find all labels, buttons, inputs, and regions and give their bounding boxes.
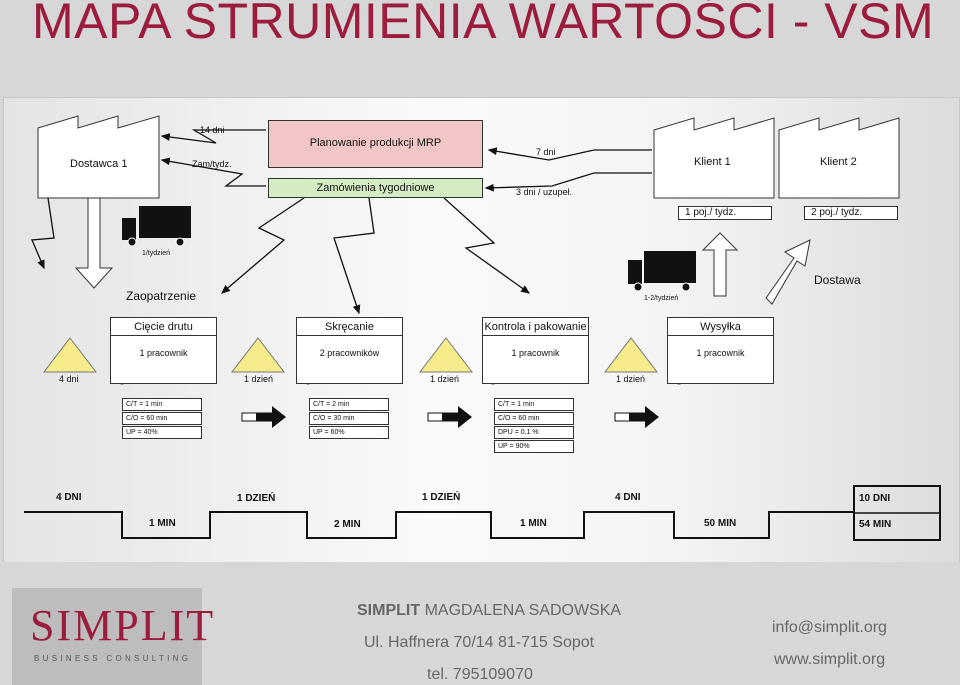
web-link[interactable]: www.simplit.org xyxy=(774,651,886,668)
orders-label: Zamówienia tygodniowe xyxy=(316,182,435,194)
supplier-delivery-freq: 1/tydzień xyxy=(142,250,171,257)
process-name: Skręcanie xyxy=(297,321,402,336)
mrp-label: Planowanie produkcji MRP xyxy=(309,137,442,149)
supplier-truck-icon xyxy=(122,206,191,247)
supplier-factory-icon xyxy=(37,115,160,199)
push-arrow-icon xyxy=(241,406,286,428)
company-line: SIMPLIT MAGDALENA SADOWSKA xyxy=(357,602,621,620)
timeline-days: 4 DNI xyxy=(615,492,641,503)
process-box-shipping: Wysyłka 1 pracownik xyxy=(667,317,774,384)
push-arrow-icon xyxy=(427,406,472,428)
process-name: Cięcie drutu xyxy=(111,321,216,336)
process-box-twisting: Skręcanie 2 pracowników xyxy=(296,317,403,384)
client1-qty: 1 poj./ tydz. xyxy=(678,206,772,220)
data-box-cutting: C/T = 1 min C/O = 60 min UP = 40% xyxy=(122,398,202,439)
company-bold: SIMPLIT xyxy=(357,602,421,619)
client-lead-time: 7 dni xyxy=(536,147,556,157)
process-name: Wysyłka xyxy=(668,321,773,336)
timeline-minutes: 2 MIN xyxy=(334,519,361,530)
process-workers: 1 pracownik xyxy=(511,348,560,358)
data-row: UP = 90% xyxy=(494,440,574,453)
simplit-logo: SIMPLIT BUSINESS CONSULTING xyxy=(12,588,213,685)
data-row: C/O = 30 min xyxy=(309,412,389,425)
vsm-connectors xyxy=(24,115,941,541)
data-row: DPU = 0.1 % xyxy=(494,426,574,439)
timeline-total-min: 54 MIN xyxy=(859,519,892,530)
process-workers: 1 pracownik xyxy=(696,348,745,358)
company-name: MAGDALENA SADOWSKA xyxy=(424,602,622,619)
timeline-minutes: 1 MIN xyxy=(149,518,176,529)
data-row: C/T = 1 min xyxy=(122,398,202,411)
timeline-days: 1 DZIEŃ xyxy=(422,492,461,503)
logo-subtitle: BUSINESS CONSULTING xyxy=(34,654,192,663)
data-row: UP = 60% xyxy=(309,426,389,439)
data-row: C/T = 1 min xyxy=(494,398,574,411)
data-row: UP = 40% xyxy=(122,426,202,439)
client2-qty: 2 poj./ tydz. xyxy=(804,206,898,220)
supplier-name: Dostawca 1 xyxy=(70,158,128,170)
mrp-box: Planowanie produkcji MRP xyxy=(268,120,483,168)
data-row: C/O = 60 min xyxy=(122,412,202,425)
orders-box: Zamówienia tygodniowe xyxy=(268,178,483,198)
delivery-label: Dostawa xyxy=(814,273,861,287)
supply-arrow-icon xyxy=(74,197,114,289)
inventory-triangle-icon xyxy=(230,337,286,373)
inventory-label: 1 dzień xyxy=(430,374,460,384)
client1-arrow-icon xyxy=(701,232,739,297)
supplier-order-freq: Zam/tydz. xyxy=(192,159,232,169)
process-name: Kontrola i pakowanie xyxy=(483,321,588,336)
address: Ul. Haffnera 70/14 81-715 Sopot xyxy=(364,634,595,651)
client2-arrow-icon xyxy=(765,239,811,305)
replenishment-label: 3 dni / uzupeł. xyxy=(516,187,573,197)
delivery-truck-icon xyxy=(628,251,696,292)
inventory-triangle-icon xyxy=(603,337,659,373)
timeline-total-days: 10 DNI xyxy=(859,493,891,504)
data-box-twisting: C/T = 2 min C/O = 30 min UP = 60% xyxy=(309,398,389,439)
data-row: C/O = 60 min xyxy=(494,412,574,425)
process-box-inspection: Kontrola i pakowanie 1 pracownik xyxy=(482,317,589,384)
email-link[interactable]: info@simplit.org xyxy=(772,619,887,636)
process-workers: 2 pracowników xyxy=(319,348,380,358)
logo-word: SIMPLIT xyxy=(30,601,216,650)
inventory-triangle-icon xyxy=(418,337,474,373)
data-box-inspection: C/T = 1 min C/O = 60 min DPU = 0.1 % UP … xyxy=(494,398,574,453)
client1-name: Klient 1 xyxy=(694,156,731,168)
process-workers: 1 pracownik xyxy=(139,348,188,358)
supply-label: Zaopatrzenie xyxy=(126,289,197,303)
timeline-days: 4 DNI xyxy=(56,492,82,503)
supplier-lead-time: 14 dni xyxy=(200,125,225,135)
timeline-line xyxy=(24,511,854,539)
client1-factory-icon xyxy=(653,117,775,199)
timeline-days: 1 DZIEŃ xyxy=(237,493,276,504)
page-title: MAPA STRUMIENIA WARTOŚCI - VSM xyxy=(32,0,935,49)
phone: tel. 795109070 xyxy=(427,666,533,683)
inventory-triangle-icon xyxy=(42,337,98,373)
vsm-diagram: Dostawca 1 14 dni Zam/tydz. 1/tydzień Pl… xyxy=(3,97,960,564)
client2-factory-icon xyxy=(778,117,900,199)
footer: SIMPLIT BUSINESS CONSULTING SIMPLIT MAGD… xyxy=(0,562,960,685)
client2-name: Klient 2 xyxy=(820,156,857,168)
process-box-cutting: Cięcie drutu 1 pracownik xyxy=(110,317,217,384)
data-row: C/T = 2 min xyxy=(309,398,389,411)
push-arrow-icon xyxy=(614,406,659,428)
timeline-minutes: 1 MIN xyxy=(520,518,547,529)
inventory-label: 1 dzień xyxy=(244,374,274,384)
timeline-minutes: 50 MIN xyxy=(704,518,737,529)
inventory-label: 4 dni xyxy=(59,374,79,384)
delivery-freq: 1-2/tydzień xyxy=(644,295,679,302)
inventory-label: 1 dzień xyxy=(616,374,646,384)
